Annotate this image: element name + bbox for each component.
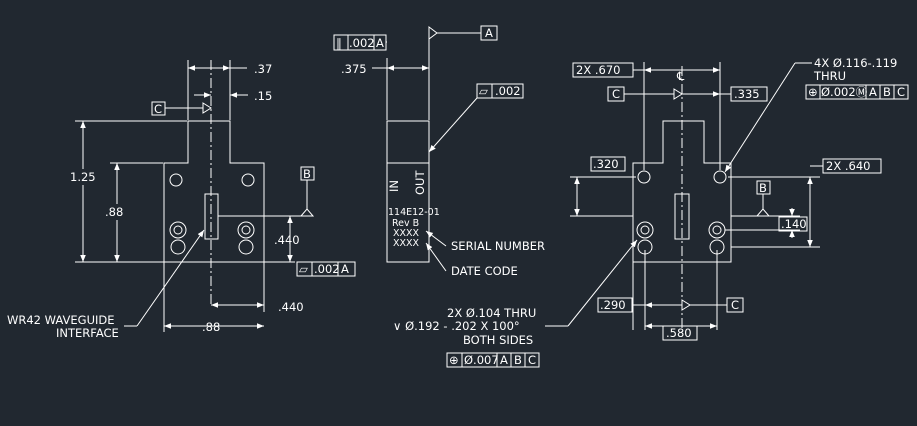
dim-037: .37: [254, 62, 272, 76]
dim-088-vertical: .88: [105, 205, 123, 219]
right-waveguide-slot: [674, 193, 690, 240]
parallel-tolerance: .002: [349, 36, 375, 50]
left-hole-bl-inner: [173, 225, 183, 235]
hole-note-line2: ∨ Ø.192 - .202 X 100°: [393, 319, 520, 333]
left-hole-bl2: [170, 239, 186, 255]
dim-0290: .290: [600, 298, 626, 312]
pos-datum-right-a: A: [869, 85, 877, 99]
pos-tol-bottom: Ø.007: [464, 353, 499, 367]
left-hole-tr: [241, 173, 255, 187]
dim-0440-horizontal: .440: [278, 300, 304, 314]
right-hole-bl-inner: [640, 225, 650, 235]
wr42-callout-line1: WR42 WAVEGUIDE: [7, 313, 115, 327]
hole-note-4x-line1: 4X Ø.116-.119: [814, 56, 897, 70]
dim-088-horizontal: .88: [202, 320, 220, 334]
dim-0440-vertical: .440: [274, 233, 300, 247]
left-hole-tl: [169, 173, 183, 187]
pos-datum-a: A: [500, 353, 508, 367]
hole-note-4x-line2: THRU: [813, 69, 846, 83]
hole-note-line3: BOTH SIDES: [463, 333, 533, 347]
pos-tol-right: Ø.002Ⓜ: [821, 85, 868, 99]
pos-datum-right-b: B: [883, 85, 891, 99]
dim-2x-0640: 2X .640: [826, 159, 870, 173]
datum-a: A: [485, 26, 493, 40]
hole-note-line1: 2X Ø.104 THRU: [447, 306, 536, 320]
left-part-outline: [163, 120, 265, 263]
datum-c-right-bottom: C: [731, 298, 739, 312]
serial-number-label: SERIAL NUMBER: [451, 239, 545, 253]
pos-datum-b: B: [514, 353, 522, 367]
dim-0140: .140: [781, 217, 807, 231]
left-hole-br-inner: [241, 225, 251, 235]
centerline-symbol: ℄: [676, 69, 685, 83]
flat-tolerance: .002: [495, 84, 521, 98]
dim-0375: .375: [341, 62, 367, 76]
dim-0580: .580: [666, 326, 692, 340]
flatness-tolerance: .002: [314, 262, 340, 276]
datum-c-right-top: C: [612, 87, 620, 101]
right-hole-bl-outer: [636, 221, 654, 239]
dim-2x-0670: 2X .670: [576, 63, 620, 77]
flat-symbol: ▱: [479, 84, 488, 98]
left-hole-br-outer: [237, 221, 255, 239]
parallel-datum: A: [376, 36, 384, 50]
flatness-datum: A: [341, 262, 349, 276]
pos-symbol-bottom: ⊕: [449, 353, 459, 367]
middle-view: ∥ .002 A A .375 ▱ .002 IN OUT 114E12-01 …: [333, 25, 545, 278]
date-code-label: DATE CODE: [451, 264, 518, 278]
right-view: 2X .670 ℄ C .335 4X Ø.116-.119 THRU ⊕ Ø.…: [570, 56, 909, 341]
left-hole-bl-outer: [169, 221, 187, 239]
left-view: .37 .15 C 1.25 .88 .440 B ⏥ .002: [7, 60, 356, 340]
parallel-symbol: ∥: [336, 36, 342, 50]
right-part-outline: [632, 120, 732, 263]
hole-note: 2X Ø.104 THRU ∨ Ø.192 - .202 X 100° BOTH…: [393, 239, 638, 368]
datum-b-left: B: [303, 167, 311, 181]
flatness-symbol: ⏥: [299, 262, 308, 276]
label-in: IN: [387, 180, 401, 192]
left-hole-br2: [238, 239, 254, 255]
label-out: OUT: [413, 170, 427, 195]
rev: Rev B: [392, 218, 419, 229]
part-number: 114E12-01: [388, 207, 440, 218]
dim-0335: .335: [734, 87, 760, 101]
mid-part-outline: [386, 120, 430, 263]
pos-datum-right-c: C: [897, 85, 905, 99]
dim-015: .15: [254, 89, 272, 103]
wr42-callout-line2: INTERFACE: [56, 326, 119, 340]
dim-0320: .320: [593, 157, 619, 171]
datum-c-left: C: [154, 102, 162, 116]
datum-b-right: B: [759, 181, 767, 195]
right-hole-br-inner: [712, 225, 722, 235]
right-hole-tr: [713, 170, 727, 184]
right-hole-br-outer: [708, 221, 726, 239]
dim-125: 1.25: [70, 170, 96, 184]
serial-xxxx: XXXX: [393, 228, 420, 239]
right-hole-tl: [637, 170, 651, 184]
pos-symbol-right: ⊕: [808, 85, 818, 99]
pos-datum-c: C: [528, 353, 536, 367]
date-xxxx: XXXX: [393, 238, 420, 249]
